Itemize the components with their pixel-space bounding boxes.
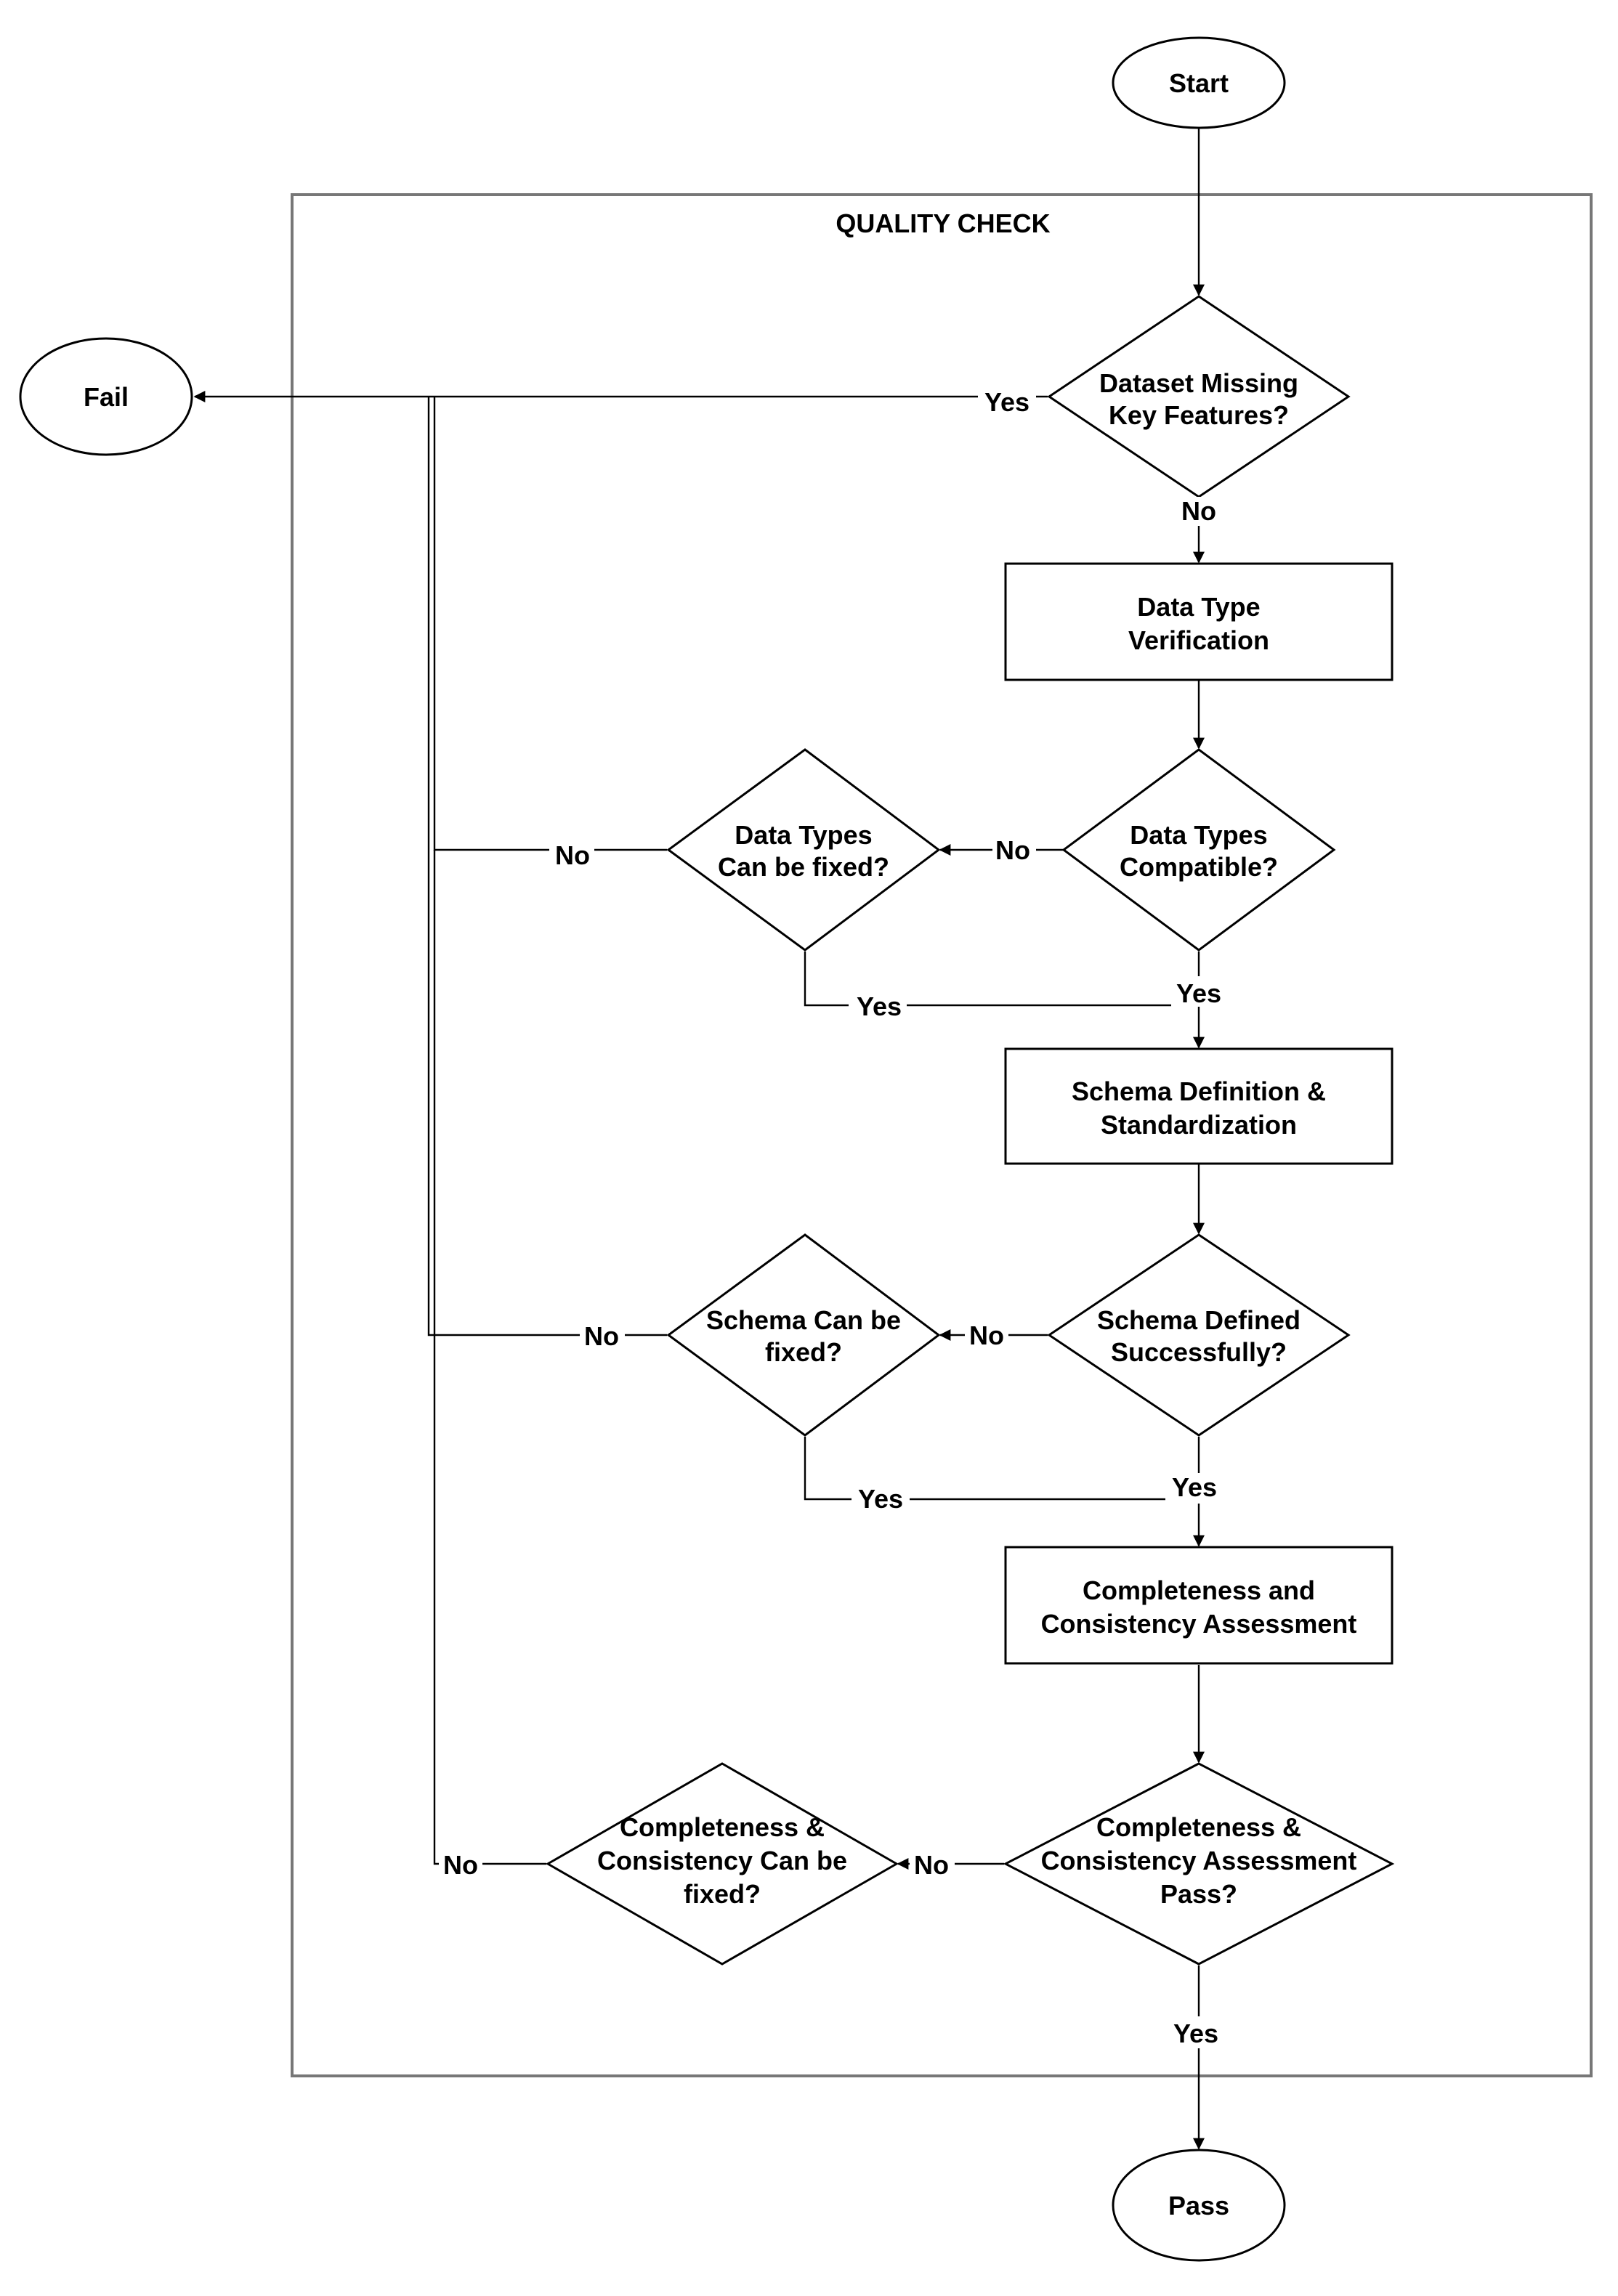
svg-text:fixed?: fixed?	[765, 1337, 842, 1367]
svg-text:Pass: Pass	[1168, 2191, 1229, 2220]
fail-node: Fail	[19, 337, 193, 456]
edge-types-fix-no	[433, 397, 667, 851]
label-missing-yes: Yes	[984, 387, 1030, 417]
label-schema-no: No	[969, 1321, 1004, 1350]
start-node: Start	[1112, 36, 1286, 129]
edge-schema-fix-no	[427, 397, 667, 1336]
svg-text:Schema Can be: Schema Can be	[706, 1305, 901, 1335]
svg-text:Compatible?: Compatible?	[1120, 852, 1278, 882]
label-schema-yes: Yes	[1172, 1472, 1217, 1502]
label-assess-yes: Yes	[1173, 2019, 1218, 2048]
svg-text:Start: Start	[1169, 68, 1229, 98]
pass-node: Pass	[1112, 2149, 1286, 2262]
decision-schema-defined: Schema Defined Successfully?	[1047, 1233, 1351, 1437]
decision-missing-features: Dataset Missing Key Features?	[1047, 295, 1351, 498]
svg-text:Standardization: Standardization	[1101, 1110, 1297, 1140]
svg-text:Completeness &: Completeness &	[1096, 1812, 1301, 1842]
edge-assess-fix-no	[433, 850, 546, 1865]
svg-text:Consistency Assessment: Consistency Assessment	[1041, 1609, 1357, 1639]
group-title: QUALITY CHECK	[836, 208, 1050, 238]
svg-text:Completeness &: Completeness &	[620, 1812, 825, 1842]
svg-text:Successfully?: Successfully?	[1111, 1337, 1287, 1367]
process-schema-definition: Schema Definition & Standardization	[1004, 1047, 1393, 1165]
label-schema-fix-no: No	[584, 1321, 619, 1351]
svg-text:Key Features?: Key Features?	[1109, 400, 1289, 430]
svg-text:Completeness and: Completeness and	[1083, 1575, 1315, 1605]
svg-text:Pass?: Pass?	[1160, 1879, 1237, 1909]
svg-text:Fail: Fail	[84, 382, 129, 412]
decision-assessment-pass: Completeness & Consistency Assessment Pa…	[1003, 1762, 1395, 1966]
svg-text:Data Types: Data Types	[1130, 820, 1267, 850]
svg-text:Schema Definition &: Schema Definition &	[1072, 1076, 1326, 1106]
label-types-fix-yes: Yes	[857, 991, 902, 1021]
svg-text:Schema Defined: Schema Defined	[1097, 1305, 1301, 1335]
svg-text:Consistency Assessment: Consistency Assessment	[1041, 1846, 1357, 1875]
svg-text:Data Types: Data Types	[735, 820, 872, 850]
svg-text:Consistency Can be: Consistency Can be	[597, 1846, 847, 1875]
decision-assessment-fixable: Completeness & Consistency Can be fixed?	[545, 1762, 899, 1966]
process-type-verification: Data Type Verification	[1004, 562, 1393, 681]
label-compatible-no: No	[995, 835, 1030, 865]
process-assessment: Completeness and Consistency Assessment	[1004, 1546, 1393, 1665]
edge-types-fix-yes	[804, 952, 1199, 1007]
quality-check-group	[291, 193, 1593, 2077]
decision-types-fixable: Data Types Can be fixed?	[666, 748, 941, 952]
svg-text:Can be fixed?: Can be fixed?	[718, 852, 889, 882]
svg-text:Data Type: Data Type	[1137, 592, 1260, 622]
label-types-fix-no: No	[555, 840, 590, 870]
decision-schema-fixable: Schema Can be fixed?	[666, 1233, 941, 1437]
decision-types-compatible: Data Types Compatible?	[1061, 748, 1336, 952]
svg-text:Dataset Missing: Dataset Missing	[1099, 368, 1298, 398]
label-assess-no: No	[914, 1850, 949, 1880]
label-compatible-yes: Yes	[1176, 978, 1221, 1008]
edge-schema-fix-yes	[804, 1437, 1199, 1501]
label-missing-no: No	[1181, 496, 1216, 526]
svg-text:fixed?: fixed?	[684, 1879, 761, 1909]
svg-text:Verification: Verification	[1128, 625, 1269, 655]
label-schema-fix-yes: Yes	[858, 1484, 903, 1514]
label-assess-fix-no: No	[443, 1850, 478, 1880]
